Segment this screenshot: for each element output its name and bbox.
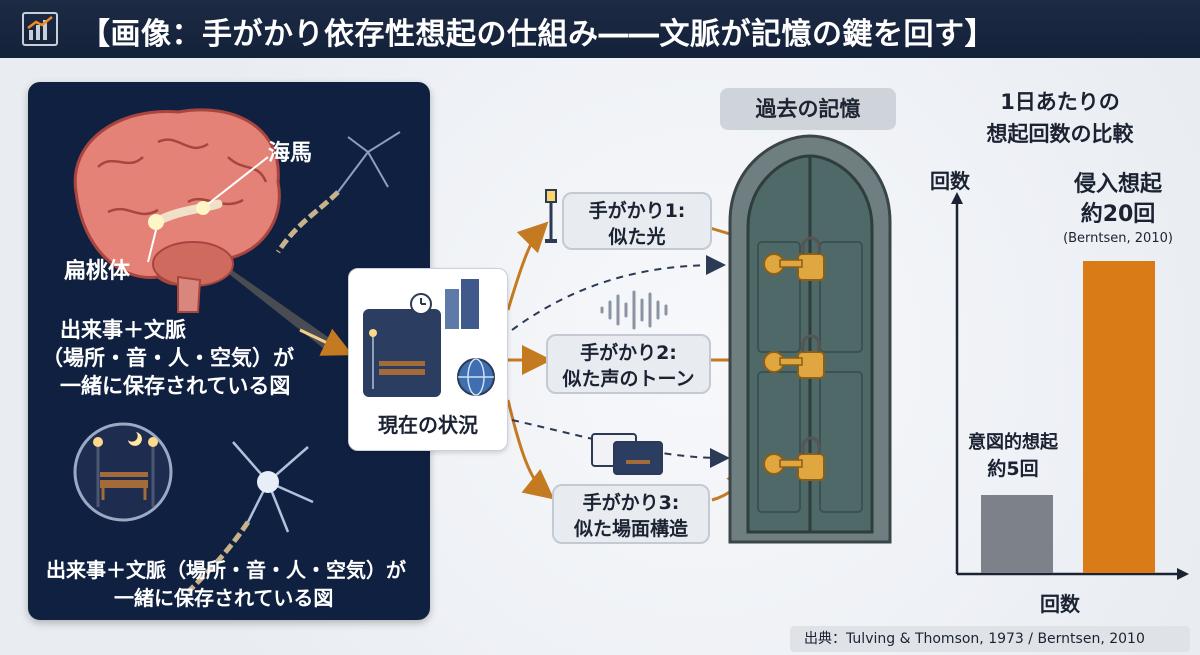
past-memory-label: 過去の記憶 <box>720 88 896 130</box>
brain-illustration <box>73 108 401 594</box>
bar-intentional-recall <box>981 495 1053 573</box>
photo-frames-icon <box>591 433 663 475</box>
current-situation-card: 現在の状況 <box>348 268 508 451</box>
current-situation-label: 現在の状況 <box>378 413 478 437</box>
bar-label-intentional: 意図的想起 約5回 <box>958 430 1068 482</box>
bar-intrusive-citation: (Berntsen, 2010) <box>1063 231 1173 246</box>
y-axis-label: 回数 <box>930 169 970 193</box>
bar-intrusive-name: 侵入想起 <box>1073 172 1162 197</box>
key-lock-1-icon <box>763 236 825 281</box>
bar-intentional-name: 意図的想起 <box>968 432 1058 453</box>
chart-title-line1: 1日あたりの <box>1000 90 1120 114</box>
bar-intrusive-value: 約20回 <box>1080 202 1156 227</box>
bar-label-intrusive: 侵入想起 約20回 (Berntsen, 2010) <box>1048 170 1188 248</box>
hippocampus-label: 海馬 <box>268 141 313 166</box>
chart-title: 1日あたりの 想起回数の比較 <box>955 86 1165 150</box>
cue-3-line2: 似た場面構造 <box>573 518 688 540</box>
page-title: 【画像：手がかり依存性想起の仕組み――文脈が記憶の鍵を回す】 <box>80 17 995 52</box>
situation-scene-icon <box>363 279 495 397</box>
cue-2-line1: 手がかり2: <box>580 342 677 364</box>
cue-2-line2: 似た声のトーン <box>562 368 695 390</box>
bar-intrusive-recall <box>1083 261 1155 573</box>
buildings-icon <box>445 289 459 329</box>
memory-door-illustration <box>728 134 892 544</box>
cue-box-1: 手がかり1: 似た光 <box>562 192 712 250</box>
bar-intentional-value: 約5回 <box>987 458 1039 480</box>
soundwave-icon <box>600 290 668 330</box>
title-bar: 【画像：手がかり依存性想起の仕組み――文脈が記憶の鍵を回す】 <box>0 0 1200 58</box>
key-lock-2-icon <box>763 334 825 379</box>
bottom-caption-line1: 出来事＋文脈（場所・音・人・空気）が <box>46 558 406 582</box>
x-axis-label: 回数 <box>1040 592 1080 616</box>
bottom-caption-line2: 一緒に保存されている図 <box>114 586 334 610</box>
cue-3-line1: 手がかり3: <box>582 492 680 514</box>
street-lamp-icon <box>545 189 557 243</box>
source-citation: 出典：Tulving & Thomson, 1973 / Berntsen, 2… <box>790 626 1190 652</box>
cue-box-3: 手がかり3: 似た場面構造 <box>552 484 710 544</box>
amygdala-label: 扁桃体 <box>64 259 131 284</box>
bar-chart-icon <box>22 12 58 46</box>
cue-1-line1: 手がかり1: <box>588 200 686 222</box>
context-caption-line1: 出来事＋文脈 <box>60 318 186 342</box>
cue-box-2: 手がかり2: 似た声のトーン <box>546 334 711 394</box>
context-caption-line2: （場所・音・人・空気）が <box>42 346 294 370</box>
recall-comparison-chart <box>951 192 1189 580</box>
cue-1-line2: 似た光 <box>608 226 666 248</box>
context-caption-line3: 一緒に保存されている図 <box>60 374 291 398</box>
chart-title-line2: 想起回数の比較 <box>986 122 1134 146</box>
key-lock-3-icon <box>763 436 825 481</box>
